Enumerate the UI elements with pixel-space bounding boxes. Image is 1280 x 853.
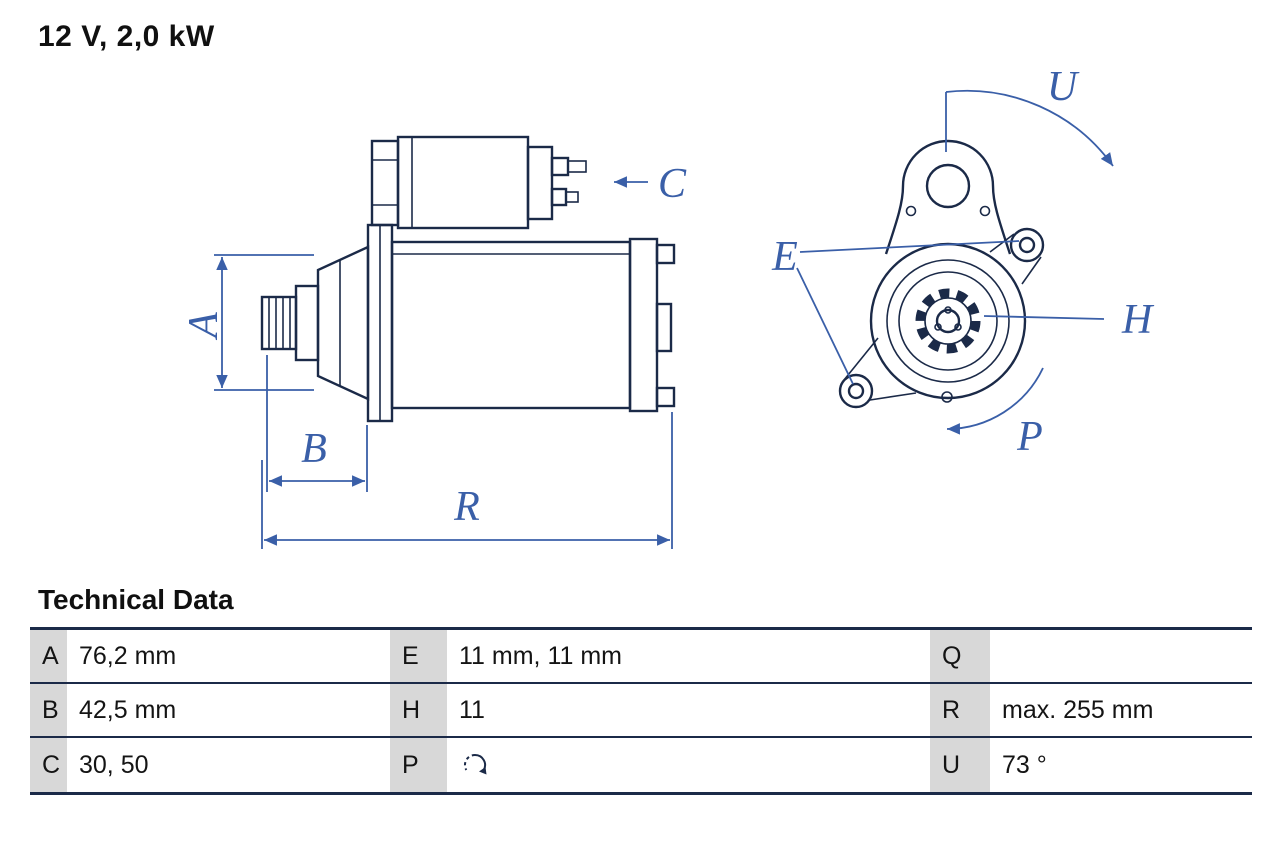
dimension-label-h: H — [1121, 297, 1155, 343]
table-value-p — [447, 738, 930, 792]
product-spec-title: 12 V, 2,0 kW — [38, 20, 215, 53]
table-row: B 42,5 mm H 11 R max. 255 mm — [30, 684, 1252, 738]
dimension-label-b: B — [301, 426, 327, 472]
table-key-h: H — [390, 684, 447, 736]
technical-data-table: A 76,2 mm E 11 mm, 11 mm Q B 42,5 mm H 1… — [30, 627, 1252, 795]
table-value-e: 11 mm, 11 mm — [447, 630, 930, 682]
table-value-b: 42,5 mm — [67, 684, 390, 736]
table-key-a: A — [30, 630, 67, 682]
table-value-h: 11 — [447, 684, 930, 736]
dimension-annotations-front: U E H P — [771, 64, 1155, 460]
dimension-label-a: A — [181, 312, 227, 341]
table-value-q — [990, 630, 1252, 682]
starter-motor-technical-drawing: A B R C — [181, 64, 1155, 549]
table-value-c: 30, 50 — [67, 738, 390, 792]
dimension-label-c: C — [658, 161, 687, 207]
table-row: C 30, 50 P U 73 ° — [30, 738, 1252, 792]
table-key-q: Q — [930, 630, 990, 682]
table-value-r: max. 255 mm — [990, 684, 1252, 736]
side-view-drawing — [260, 135, 676, 423]
dimension-label-p: P — [1016, 414, 1043, 460]
table-key-e: E — [390, 630, 447, 682]
table-row: A 76,2 mm E 11 mm, 11 mm Q — [30, 630, 1252, 684]
dimension-annotations-side: A B R C — [181, 161, 687, 549]
dimension-label-r: R — [453, 484, 480, 530]
rotation-direction-icon — [463, 753, 487, 775]
table-key-b: B — [30, 684, 67, 736]
table-key-c: C — [30, 738, 67, 792]
table-key-u: U — [930, 738, 990, 792]
table-key-p: P — [390, 738, 447, 792]
table-value-a: 76,2 mm — [67, 630, 390, 682]
table-value-u: 73 ° — [990, 738, 1252, 792]
technical-data-heading: Technical Data — [38, 584, 234, 615]
dimension-label-e: E — [771, 234, 798, 280]
table-key-r: R — [930, 684, 990, 736]
front-view-drawing — [838, 139, 1045, 409]
dimension-label-u: U — [1047, 64, 1080, 110]
